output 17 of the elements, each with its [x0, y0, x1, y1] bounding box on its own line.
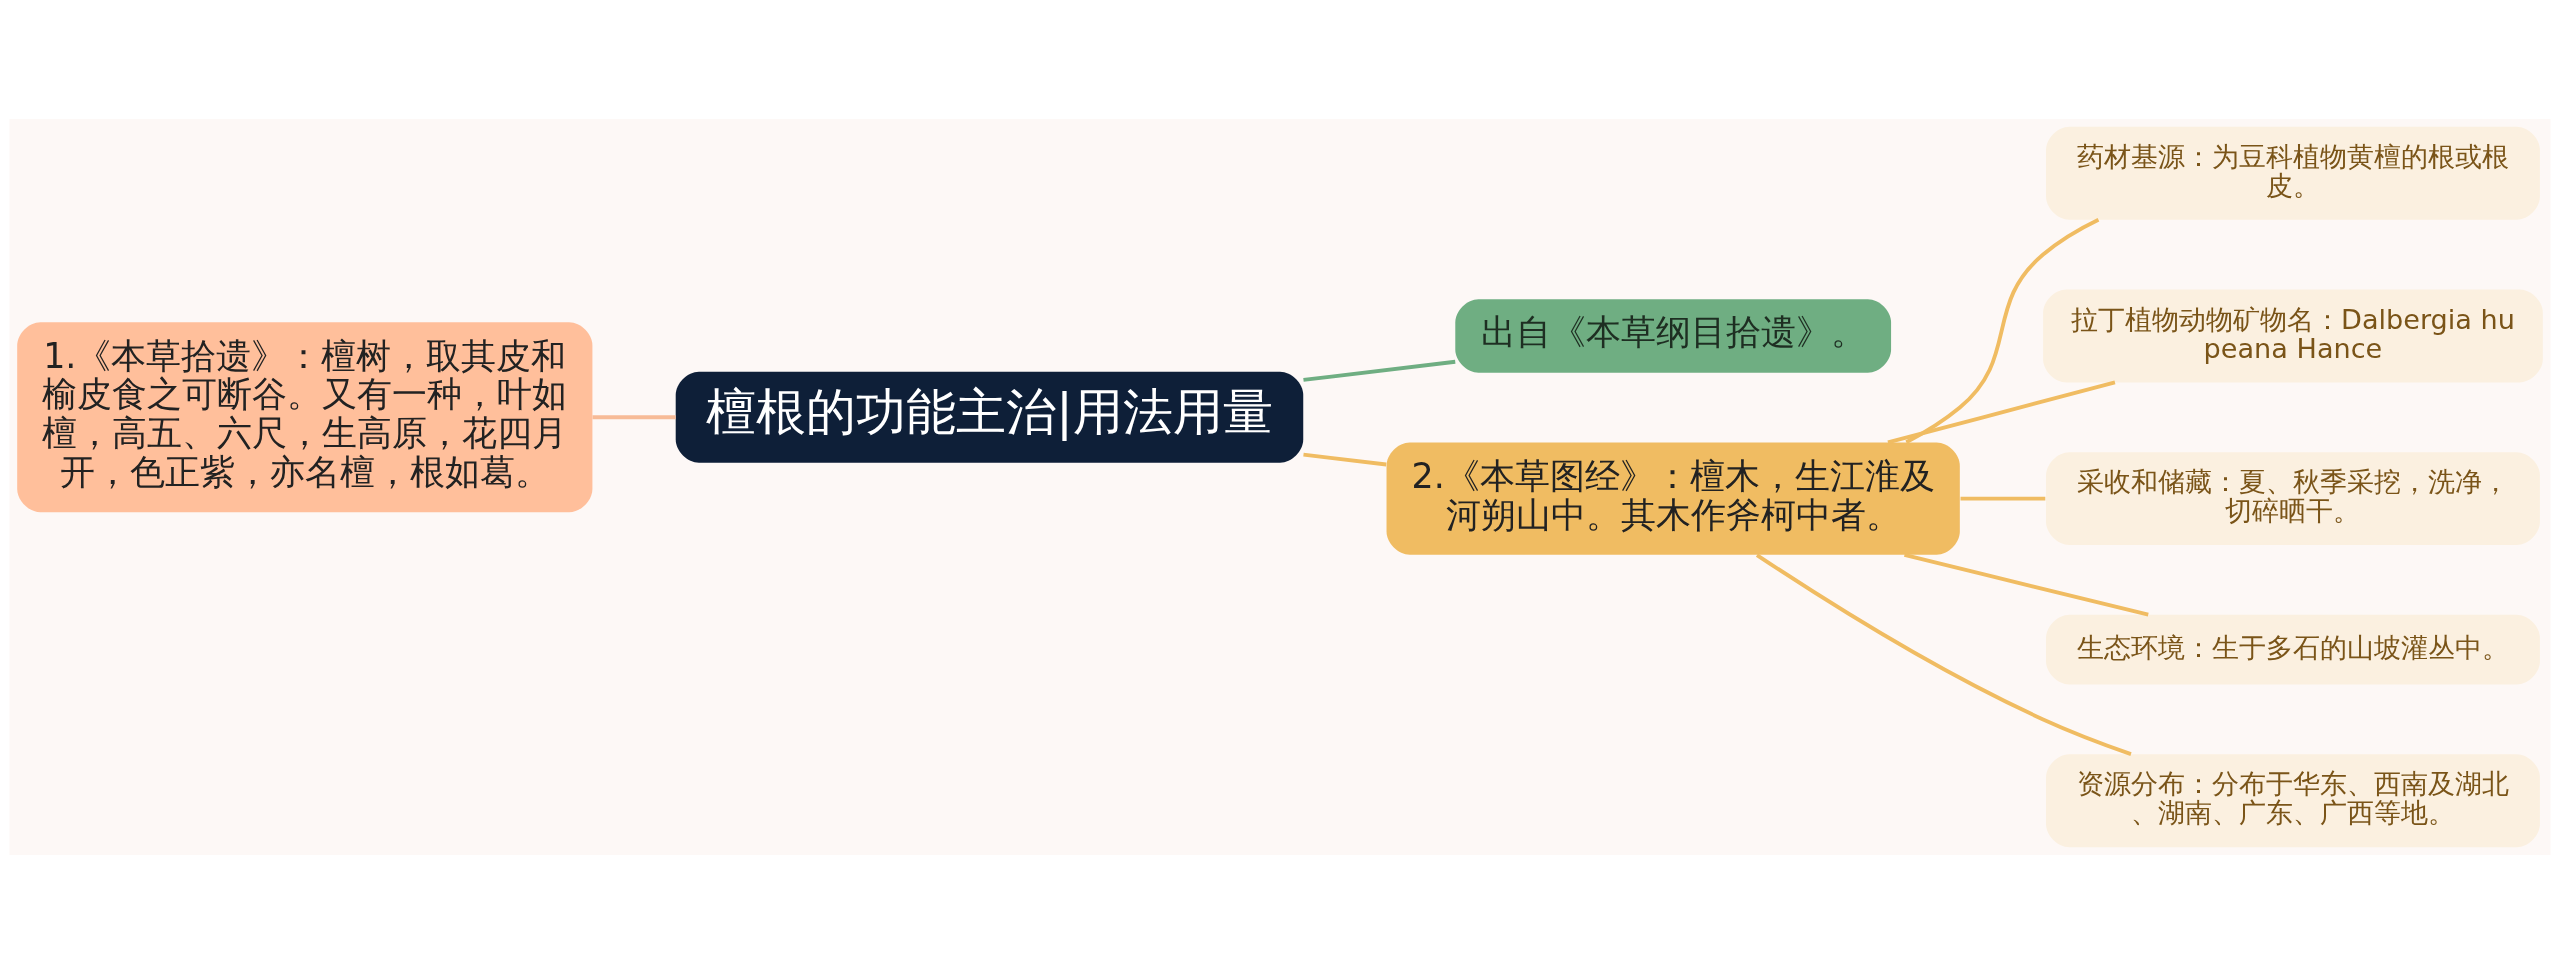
node-box: 出自《本草纲目拾遗》。 [1455, 299, 1892, 373]
node-box: 檀根的功能主治|用法用量 [675, 371, 1304, 463]
connector [1904, 553, 2149, 617]
node-box: 采收和储藏：夏、秋季采挖，洗净，切碎晒干。 [2046, 452, 2540, 546]
connector [1905, 218, 2100, 444]
connector [1887, 380, 2116, 445]
node-box: 药材基源：为豆科植物黄檀的根或根皮。 [2046, 126, 2540, 220]
connector [1303, 359, 1456, 382]
connector [592, 415, 676, 420]
node-box: 1.《本草拾遗》：檀树，取其皮和榆皮食之可断谷。又有一种，叶如檀，高五、六尺，生高原，花四月开，色正紫，亦名檀，根如葛。 [17, 322, 593, 513]
node-box: 2.《本草图经》：檀木，生江淮及河朔山中。其木作斧柯中者。 [1386, 442, 1960, 555]
connector [1303, 452, 1387, 467]
connector [1755, 553, 2132, 756]
connector [1960, 496, 2046, 501]
node-box: 资源分布：分布于华东、西南及湖北、湖南、广东、广西等地。 [2046, 754, 2540, 848]
node-box: 拉丁植物动物矿物名：Dalbergia hupeana Hance [2043, 289, 2543, 383]
node-box: 生态环境：生于多石的山坡灌丛中。 [2046, 614, 2540, 685]
